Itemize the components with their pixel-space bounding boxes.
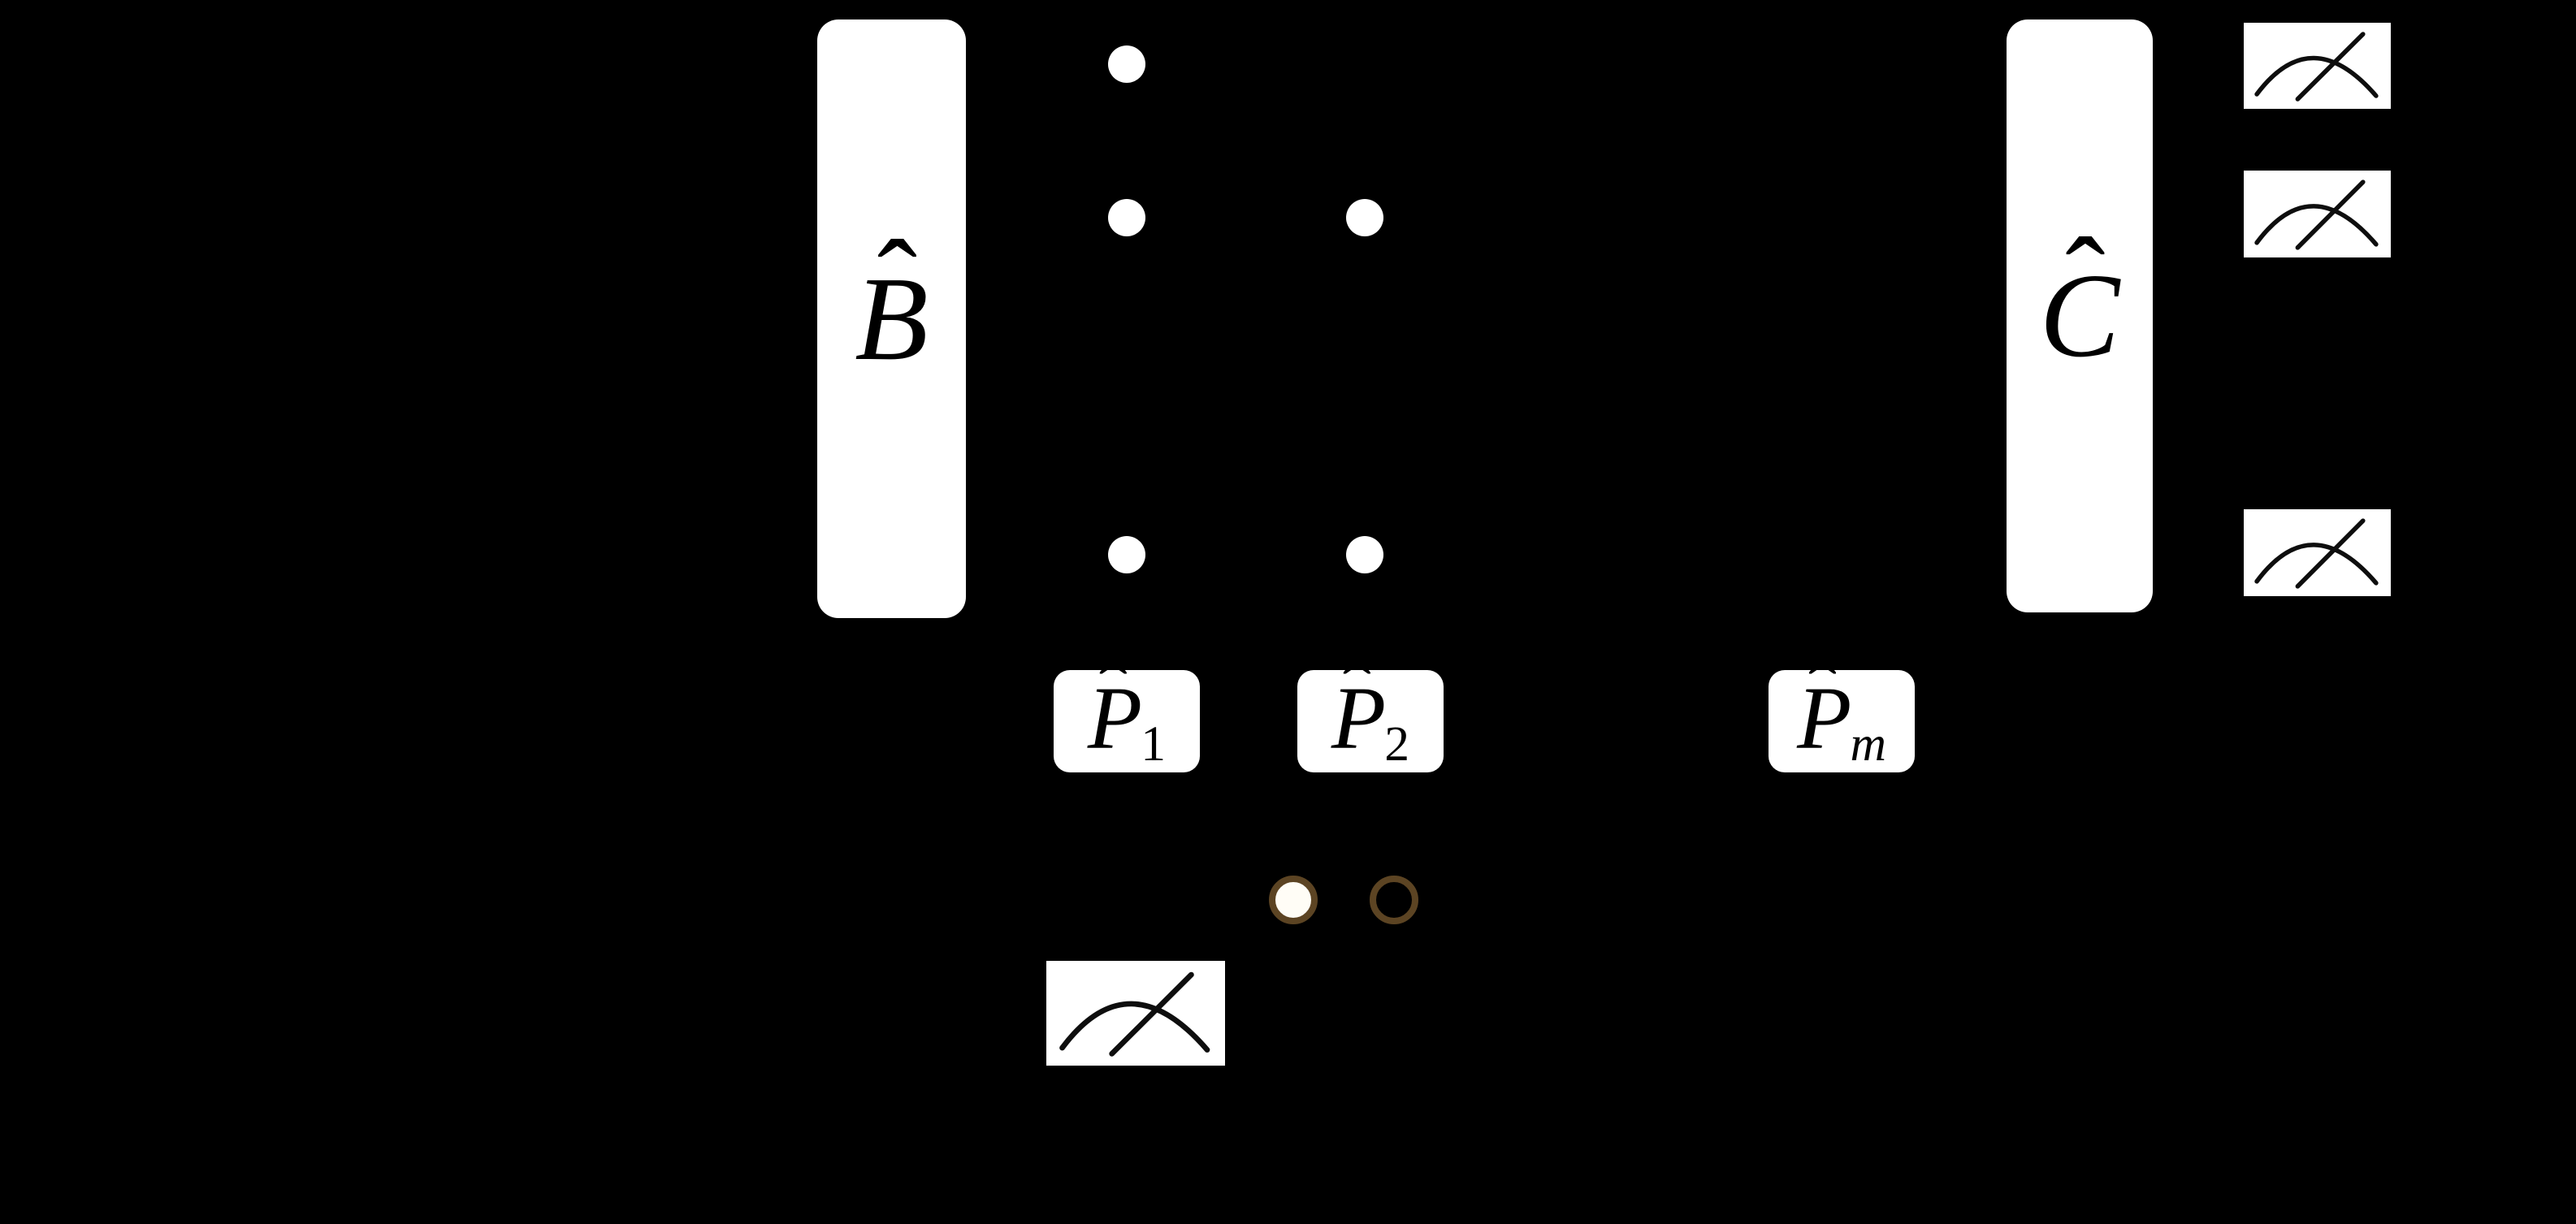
meter-needle [2295,179,2366,250]
operator-letter: P [1797,668,1852,768]
operator-subscript: 2 [1384,716,1410,772]
detector-meter-icon [2244,23,2391,109]
detector-meter-icon [2244,171,2391,257]
meter-needle [2295,518,2366,589]
operator-letter: P [1331,668,1387,768]
meter-icon [2254,179,2379,250]
meter-needle [2295,32,2366,102]
mode-dot [1346,536,1383,573]
mode-dot [1108,536,1145,573]
hat-accent: ˆ [877,216,918,350]
hat-accent: ˆ [1098,644,1128,739]
meter-arc [2254,204,2379,247]
operator-letter: P [1087,668,1143,768]
meter-arc [2254,55,2379,98]
hat-accent: ˆ [1342,644,1371,739]
detector-meter-icon [2244,509,2391,596]
mode-dot [1108,45,1145,83]
operator-label-C: ˆ C [2039,220,2120,383]
operator-letter: B [855,252,929,386]
mode-dot [1346,199,1383,236]
operator-letter: C [2039,249,2120,383]
meter-arc [1059,1001,1210,1053]
detector-meter-icon [1046,961,1225,1066]
unitary-box-C: ˆ C [2007,19,2153,612]
meter-icon [1059,971,1210,1057]
photon-indicator-hollow-circle [1370,876,1418,924]
meter-icon [2254,518,2379,589]
unitary-box-B: ˆ B [817,19,966,618]
hat-accent: ˆ [2065,213,2106,347]
hat-accent: ˆ [1808,644,1837,739]
meter-needle [1109,971,1194,1057]
operator-subscript: m [1850,716,1886,772]
meter-icon [2254,32,2379,102]
operator-subscript: 1 [1141,716,1167,772]
mode-dot [1108,199,1145,236]
photon-indicator-filled-circle [1269,876,1318,924]
operator-label-B: ˆ B [855,223,929,386]
meter-arc [2254,543,2379,586]
